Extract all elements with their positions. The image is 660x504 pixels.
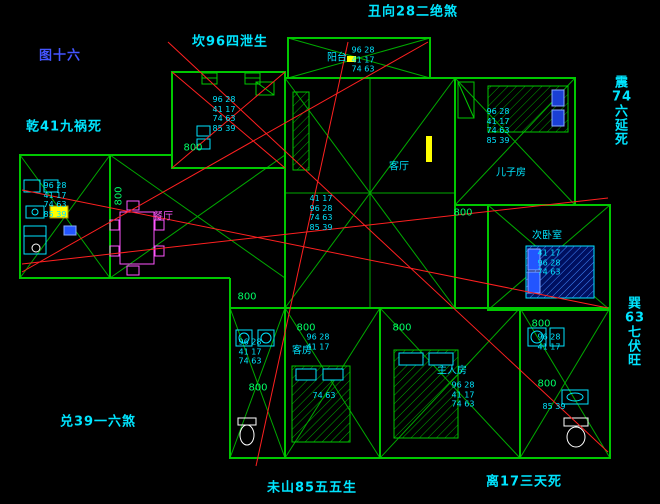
wardrobe-icon	[457, 81, 475, 119]
vent-icon	[201, 72, 261, 85]
bed-icon	[393, 349, 459, 439]
bed-icon	[487, 85, 569, 133]
washer-icon	[235, 329, 275, 347]
counter-icon	[43, 179, 59, 193]
highlight-icon	[347, 56, 356, 62]
bathroom-fixtures	[527, 327, 589, 448]
cabinet-icon	[549, 327, 565, 347]
bed-icon	[525, 245, 595, 299]
appliance-icon	[63, 225, 77, 236]
basin-icon	[31, 243, 41, 253]
analysis-lines	[21, 41, 609, 467]
cabinet-strip-icon	[292, 91, 310, 171]
sink-icon	[25, 205, 45, 219]
fridge-icon	[23, 225, 47, 255]
stove-icon	[49, 205, 69, 219]
dining-table-icon	[119, 211, 155, 265]
walls	[19, 37, 611, 459]
dining-set-icon	[109, 200, 165, 276]
kitchen-appliances	[23, 179, 77, 255]
toilet-icon	[237, 417, 257, 446]
fixture-icon	[196, 125, 211, 150]
furniture	[23, 56, 595, 448]
toilet-icon	[563, 417, 589, 427]
counter-icon	[23, 179, 41, 193]
bed-icon	[291, 365, 351, 443]
door-icon	[426, 136, 432, 162]
washer-icon	[527, 327, 547, 347]
sink-icon	[561, 389, 589, 405]
